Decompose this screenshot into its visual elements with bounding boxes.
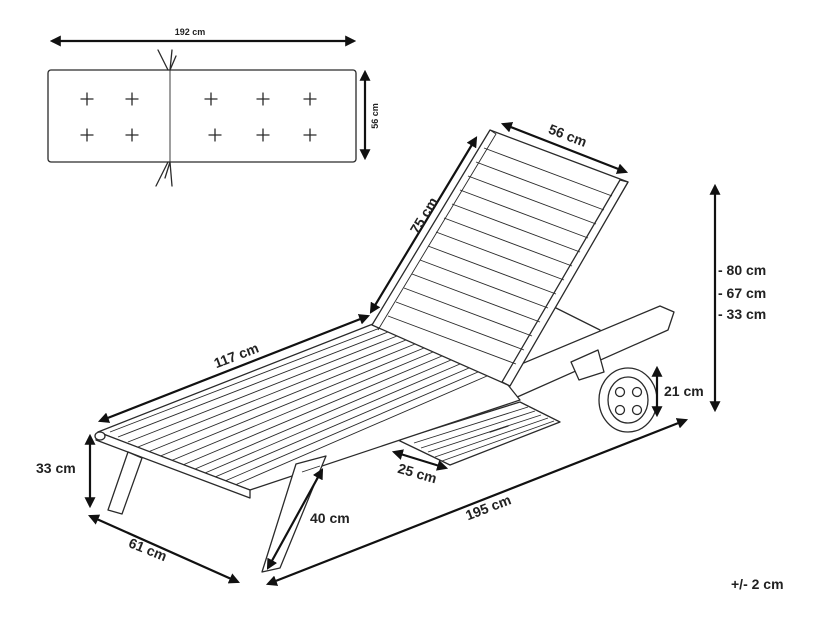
wheel-height-label: 21 cm <box>664 383 704 399</box>
wheel-height-dimension: 21 cm <box>651 365 704 418</box>
cushion-drawing <box>47 49 357 187</box>
cushion-length-dimension: 192 cm <box>49 27 357 47</box>
height-label-33: - 33 cm <box>718 306 766 322</box>
height-label-67: - 67 cm <box>718 285 766 301</box>
total-width-dimension: 61 cm <box>87 514 241 584</box>
lounger-drawing <box>94 129 675 573</box>
cushion-length-label: 192 cm <box>175 27 206 37</box>
leg-height-label: 40 cm <box>310 510 350 526</box>
wheel <box>570 349 658 433</box>
total-height-dimension: - 80 cm - 67 cm - 33 cm <box>709 183 766 413</box>
seat-height-label: 33 cm <box>36 460 76 476</box>
seat-length-label: 117 cm <box>212 339 261 371</box>
cushion-width-dimension: 56 cm <box>359 69 380 161</box>
cushion-width-label: 56 cm <box>370 103 380 129</box>
backrest <box>371 129 629 387</box>
total-width-label: 61 cm <box>126 535 169 565</box>
backrest-width-label: 56 cm <box>546 121 589 150</box>
height-label-80: - 80 cm <box>718 262 766 278</box>
tolerance-note: +/- 2 cm <box>731 576 784 592</box>
total-length-label: 195 cm <box>463 491 513 523</box>
seat-height-dimension: 33 cm <box>36 433 96 509</box>
